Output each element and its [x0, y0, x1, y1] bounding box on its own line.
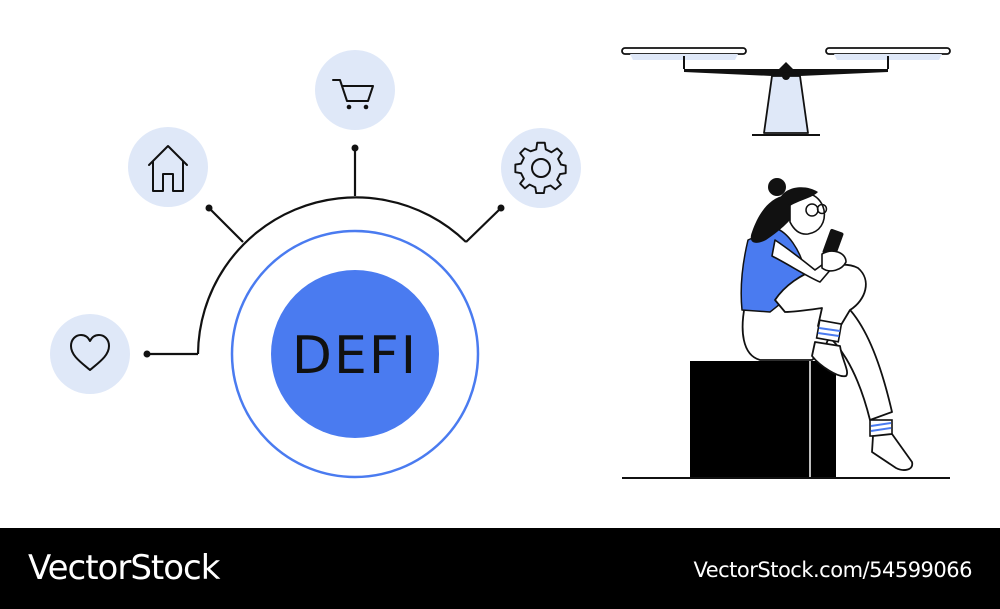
home-icon [128, 127, 208, 207]
woman-with-phone [622, 178, 950, 479]
brand-logo: VectorStock [28, 548, 220, 588]
defi-hub: DEFI [143, 144, 505, 479]
defi-label: DEFI [292, 326, 418, 386]
gear-icon [501, 128, 581, 208]
image-id: VectorStock.com/54599066 [693, 558, 972, 582]
footer-bar: VectorStock VectorStock.com/54599066 [0, 528, 1000, 609]
balance-scale [621, 47, 951, 136]
seat-box [690, 361, 836, 477]
hub-center-disc [271, 270, 439, 438]
hub-arc [196, 196, 467, 355]
connector-gear [465, 207, 502, 243]
cart-icon [315, 50, 395, 130]
connector-home [208, 207, 244, 243]
heart-icon [50, 314, 130, 394]
hub-outer-ring [230, 229, 480, 479]
defi-illustration: DEFI [50, 47, 951, 479]
phone [822, 228, 844, 258]
